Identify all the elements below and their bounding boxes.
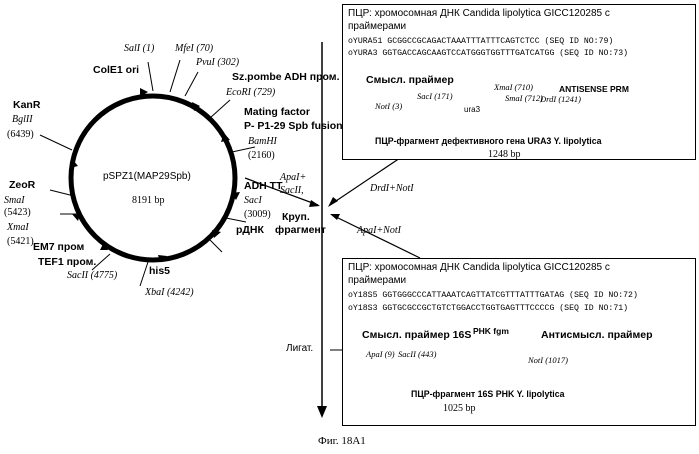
box-top-smai: SmaI (712) xyxy=(505,94,543,103)
box-bottom-title-2: праймерами xyxy=(348,276,406,286)
box-top-size: 1248 bp xyxy=(488,150,521,160)
plasmid-name: pSPZ1(MAP29Spb) xyxy=(103,172,191,182)
site-saci: SacI xyxy=(244,196,262,206)
feature-adh-tt: ADH TT xyxy=(244,181,283,192)
box-top-title-2: праймерами xyxy=(348,22,406,32)
site-mfei: MfeI (70) xyxy=(175,44,213,54)
digest-apai-noti: ApaI+NotI xyxy=(357,226,401,236)
site-xmai: XmaI xyxy=(7,223,29,233)
box-top-title-1: ПЦР: хромосомная ДНК Candida lipolytica … xyxy=(348,9,610,19)
box-bottom-sense-primer: Смысл. праймер 16S xyxy=(362,330,471,341)
site-bamhi-pos: (2160) xyxy=(248,151,275,161)
box-top-ura3: ura3 xyxy=(464,106,480,114)
feature-mating-2: P- P1-29 Spb fusion xyxy=(244,121,343,132)
feature-rdna: рДНК xyxy=(236,225,264,236)
feature-zeor: ZeoR xyxy=(9,180,35,191)
digest-drdi-noti: DrdI+NotI xyxy=(370,184,414,194)
box-top-primer-2: oYURA3 GGTGACCAGCAAGTCCATGGGTGGTTTGATCAT… xyxy=(348,50,628,58)
digest-apai-sacii-1: ApaI+ xyxy=(280,173,306,183)
feature-kanr: KanR xyxy=(13,100,40,111)
figure-caption: Фиг. 18А1 xyxy=(318,436,366,447)
feature-cole1: ColE1 ori xyxy=(93,65,139,76)
box-bottom-noti: NotI (1017) xyxy=(528,356,568,365)
box-top-caption: ПЦР-фрагмент дефективного гена URA3 Y. l… xyxy=(375,137,602,146)
box-top-drdi: DrdI (1241) xyxy=(540,95,581,104)
site-sali: SalI (1) xyxy=(124,44,154,54)
arrow-bottom-box-to-fragment xyxy=(332,215,420,258)
feature-em7: EM7 пром xyxy=(33,242,84,253)
box-bottom-rna-fgm: PHK fgm xyxy=(473,327,509,336)
site-xbai: XbaI (4242) xyxy=(145,288,194,298)
site-sacii: SacII (4775) xyxy=(67,271,117,281)
large-fragment-1: Круп. xyxy=(282,212,310,223)
site-ecori: EcoRI (729) xyxy=(226,88,275,98)
site-xmai-pos: (5421) xyxy=(7,237,34,247)
digest-apai-sacii-2: SacII, xyxy=(280,186,304,196)
main-flow-arrowhead xyxy=(317,406,327,418)
site-bamhi: BamHI xyxy=(248,137,277,147)
feature-his5: his5 xyxy=(149,266,170,277)
site-pvui: PvuI (302) xyxy=(196,58,239,68)
box-bottom-size: 1025 bp xyxy=(443,404,476,414)
site-saci-pos: (3009) xyxy=(244,210,271,220)
feature-mating-1: Mating factor xyxy=(244,107,310,118)
box-bottom-primer-1: oY18S5 GGTGGGCCCATTAAATCAGTTATCGTTTATTTG… xyxy=(348,292,638,300)
site-smai: SmaI xyxy=(4,196,25,206)
site-smai-pos: (5423) xyxy=(4,208,31,218)
ligation-label: Лигат. xyxy=(286,344,313,354)
site-bglii: BglII xyxy=(12,115,33,125)
box-bottom-caption: ПЦР-фрагмент 16S PHK Y. lipolytica xyxy=(411,390,565,399)
large-fragment-2: фрагмент xyxy=(275,225,326,236)
box-bottom-title-1: ПЦР: хромосомная ДНК Candida lipolytica … xyxy=(348,263,610,273)
feature-tef1: TEF1 пром. xyxy=(38,257,96,268)
arrow-top-box-to-fragment xyxy=(330,158,400,205)
box-bottom-antisense: Антисмысл. праймер xyxy=(541,330,653,341)
box-bottom-primer-2: oY18S3 GGTGCGCCGCTGTCTGGACCTGGTGAGTTTCCC… xyxy=(348,305,628,313)
box-top-sense-primer: Смысл. праймер xyxy=(366,75,454,86)
site-bglii-pos: (6439) xyxy=(7,130,34,140)
plasmid-size: 8191 bp xyxy=(132,196,165,206)
box-top-noti: NotI (3) xyxy=(375,102,402,111)
box-bottom-apai: ApaI (9) xyxy=(366,350,395,359)
box-top-xmai: XmaI (710) xyxy=(494,83,533,92)
box-bottom-sacii: SacII (443) xyxy=(398,350,436,359)
box-top-antisense: ANTISENSE PRM xyxy=(559,85,629,94)
feature-adh-prom: Sz.pombe ADH пром. xyxy=(232,72,340,83)
box-top-primer-1: oYURA51 GCGGCCGCAGACTAAATTTATTTCAGTCTCC … xyxy=(348,38,613,46)
box-top-saci: SacI (171) xyxy=(417,92,453,101)
